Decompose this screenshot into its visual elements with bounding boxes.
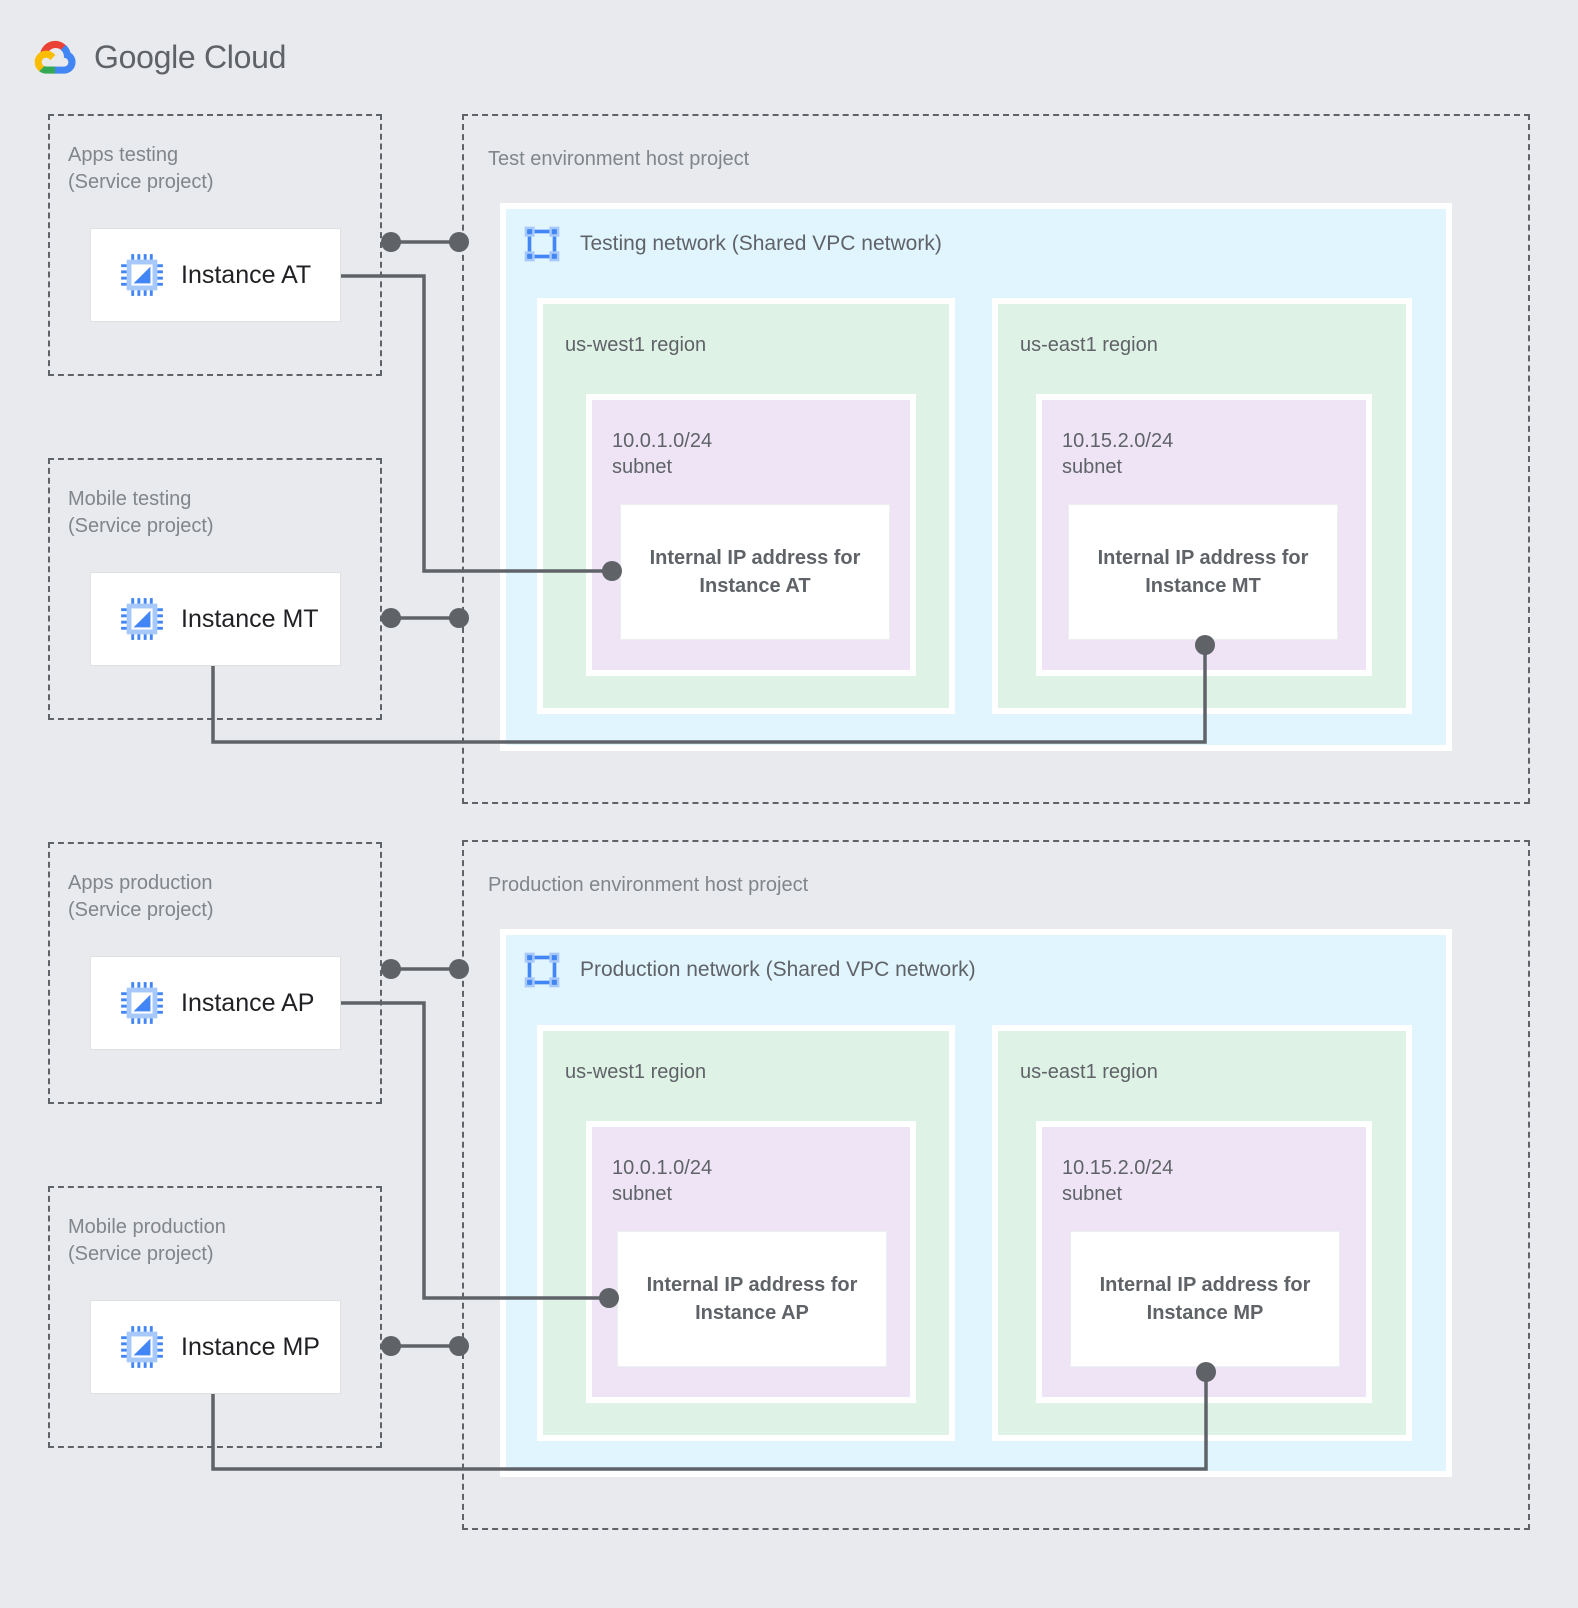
connector-dot [381, 1336, 401, 1356]
region-title: us-west1 region [565, 334, 707, 356]
instance-label-at: Instance AT [181, 260, 312, 289]
instance-card-mt[interactable]: Instance MT [90, 572, 341, 666]
ip-box-instance-ap[interactable]: Internal IP address for Instance AP [617, 1231, 887, 1367]
vm-instance-chip-icon [121, 598, 163, 640]
ip-box-instance-at[interactable]: Internal IP address for Instance AT [620, 504, 890, 640]
instance-label-mp: Instance MP [181, 1332, 320, 1361]
subnet-label: 10.0.1.0/24 subnet [612, 430, 713, 478]
ip-box-instance-mp[interactable]: Internal IP address for Instance MP [1070, 1231, 1340, 1367]
instance-card-at[interactable]: Instance AT [90, 228, 341, 322]
connector-dot [381, 232, 401, 252]
instance-label-ap: Instance AP [181, 988, 315, 1017]
brand-name-light: Cloud [195, 39, 287, 75]
ip-box-label: Internal IP address for Instance MT [1097, 547, 1309, 597]
vpc-network-icon [524, 226, 560, 262]
connector-dot [381, 959, 401, 979]
service-project-title: Apps production (Service project) [68, 872, 214, 921]
instance-label-mt: Instance MT [181, 604, 319, 633]
host-project-title: Production environment host project [488, 874, 809, 896]
google-cloud-logo-icon [34, 40, 76, 74]
vpc-network-testing-title: Testing network (Shared VPC network) [580, 232, 942, 255]
vm-instance-chip-icon [121, 254, 163, 296]
ip-box-instance-mt[interactable]: Internal IP address for Instance MT [1068, 504, 1338, 640]
region-title: us-east1 region [1020, 1061, 1158, 1083]
connector-dot [381, 608, 401, 628]
host-project-title: Test environment host project [488, 148, 750, 170]
subnet-label: 10.15.2.0/24 subnet [1062, 430, 1174, 478]
ip-box-label: Internal IP address for Instance AP [646, 1274, 858, 1324]
ip-box-label: Internal IP address for Instance MP [1099, 1274, 1311, 1324]
vpc-network-production-header: Production network (Shared VPC network) [522, 950, 976, 990]
brand-name: Google Cloud [94, 41, 286, 73]
vpc-network-testing-header: Testing network (Shared VPC network) [522, 224, 942, 264]
vpc-network-icon [524, 952, 560, 988]
instance-card-ap[interactable]: Instance AP [90, 956, 341, 1050]
google-cloud-logo: Google Cloud [34, 34, 286, 80]
subnet-label: 10.0.1.0/24 subnet [612, 1157, 713, 1205]
service-project-title: Mobile production (Service project) [68, 1216, 226, 1265]
ip-box-label: Internal IP address for Instance AT [649, 547, 861, 597]
service-project-title: Apps testing (Service project) [68, 144, 214, 193]
instance-card-mp[interactable]: Instance MP [90, 1300, 341, 1394]
vm-instance-chip-icon [121, 982, 163, 1024]
region-title: us-west1 region [565, 1061, 707, 1083]
service-project-title: Mobile testing (Service project) [68, 488, 214, 537]
subnet-label: 10.15.2.0/24 subnet [1062, 1157, 1174, 1205]
region-title: us-east1 region [1020, 334, 1158, 356]
vpc-network-production-title: Production network (Shared VPC network) [580, 958, 976, 981]
brand-name-bold: Google [94, 39, 196, 75]
vm-instance-chip-icon [121, 1326, 163, 1368]
